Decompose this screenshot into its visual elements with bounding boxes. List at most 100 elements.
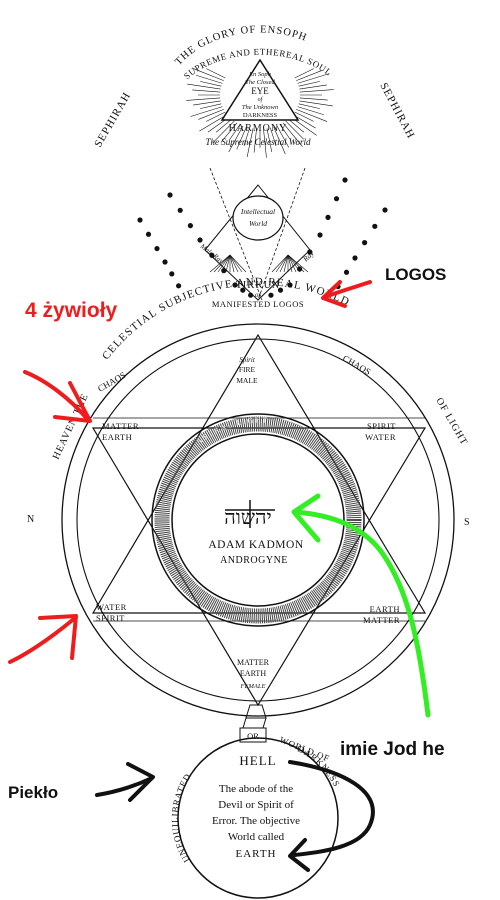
ray-line (294, 68, 314, 79)
mid-ray-line (217, 254, 231, 273)
dot (137, 217, 143, 223)
male-label: MALE (236, 376, 258, 385)
hell-section: OR WORLD OF UNEQUILIBRATED DARKNESS HELL… (170, 704, 341, 899)
earth-br: EARTH (370, 604, 400, 614)
dot (342, 177, 348, 183)
mid-ray-line (271, 254, 289, 273)
androgyne-label: ANDROGYNE (220, 555, 288, 566)
hell-line-5: EARTH (235, 848, 276, 860)
ray-line (187, 83, 221, 90)
eye-line-3: EYE (251, 86, 269, 96)
eye-line-6: DARKNESS (243, 112, 278, 119)
dot (317, 232, 323, 238)
ray-line (212, 120, 235, 144)
manifested-logos-label: MANIFESTED LOGOS (212, 299, 304, 309)
female-bottom: FEMALE (240, 683, 266, 690)
dot (343, 269, 350, 275)
dot (372, 223, 378, 229)
dot (268, 292, 274, 298)
pieklo-annotation: Piekło (8, 783, 58, 802)
ray-line (220, 122, 238, 143)
ray-line (294, 111, 314, 122)
sephirah-right: SEPHIRAH (377, 81, 417, 141)
ray-line (297, 106, 324, 116)
zywioly-arrow-bottom (8, 616, 77, 664)
dot (167, 192, 173, 198)
dot (297, 266, 303, 272)
north-label: N (27, 514, 34, 525)
dot (187, 223, 193, 229)
ray-line (298, 81, 320, 87)
intellectual-world-circle (232, 195, 284, 241)
mid-ray-line (229, 254, 235, 273)
earth-bottom: EARTH (240, 669, 266, 678)
ray-line (296, 109, 328, 122)
ray-line (299, 97, 328, 101)
dot (169, 271, 175, 277)
ray-line (243, 127, 250, 146)
male-ray-label: Male Ray (198, 242, 226, 266)
ray-line (206, 68, 226, 79)
dot (177, 207, 183, 213)
dot (325, 214, 331, 220)
ray-line (192, 89, 221, 93)
zywioly-arrow-top (23, 370, 90, 422)
ray-line (253, 128, 257, 153)
harmony-label: HARMONY (229, 123, 288, 134)
ray-line (190, 106, 223, 117)
dot (162, 259, 168, 265)
eye-line-1: En Soph (248, 71, 271, 78)
mid-ray-line (287, 254, 305, 273)
water-tr: WATER (365, 432, 396, 442)
glory-arc-text: THE GLORY OF ENSOPH (173, 24, 308, 67)
ray-line (246, 128, 254, 158)
mid-ray-line (229, 254, 239, 273)
tikkun-or: or (255, 291, 262, 299)
dot (154, 245, 160, 252)
eye-line-4: of (258, 96, 264, 103)
spirit-bl: SPIRIT (96, 613, 125, 623)
inner-circle (76, 338, 440, 702)
hell-line-4: World called (228, 831, 285, 843)
mid-ray-line (229, 254, 243, 273)
hell-line-1: The abode of the (219, 783, 293, 795)
ray-line (263, 128, 267, 158)
ray-line (215, 118, 232, 133)
mid-ray-line (279, 254, 289, 273)
water-bl: WATER (96, 602, 127, 612)
ray-line (186, 97, 221, 101)
spirit-label: Spirit (239, 356, 256, 364)
ray-line (276, 125, 290, 148)
matter-br: MATTER (363, 615, 400, 625)
imie-annotation: imie Jod he (340, 739, 445, 760)
mid-ray-line (229, 254, 247, 273)
mid-rays (209, 254, 309, 273)
eye-triangle (220, 58, 300, 121)
dot (352, 255, 358, 261)
spirit-tr: SPIRIT (367, 421, 396, 431)
tikkun-label: TIKKUN (236, 280, 280, 291)
intellectual-label: Intellectual (240, 207, 275, 216)
dot (307, 249, 313, 255)
annotations: LOGOS 4 żywioły imie Jod he Piekło (8, 265, 446, 872)
zywioly-annotation: 4 żywioły (25, 299, 118, 322)
mid-ray-line (275, 254, 289, 273)
unequilibrated-label: UNEQUILIBRATED (170, 771, 193, 864)
upward-triangle (91, 333, 427, 614)
dot (240, 287, 246, 293)
dot (176, 283, 182, 289)
ray-line (200, 103, 222, 109)
mid-ray-line (287, 254, 301, 273)
hell-line-2: Devil or Spirit of (218, 799, 294, 811)
astral-ring (154, 416, 362, 624)
dot (232, 282, 238, 288)
mid-ray-line (209, 254, 231, 273)
ray-line (228, 125, 244, 153)
ray-line (282, 122, 303, 147)
dot (287, 282, 293, 288)
ray-line (296, 70, 322, 81)
eye-line-2: The Closed (245, 79, 275, 86)
ray-line (279, 124, 292, 141)
mid-ray-line (221, 254, 231, 273)
